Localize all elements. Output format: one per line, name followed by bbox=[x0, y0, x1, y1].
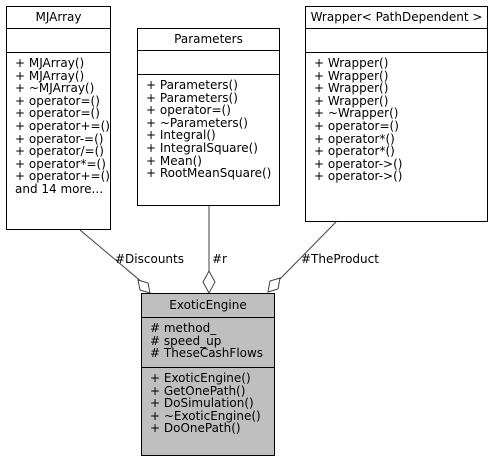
method-item: and 14 more... bbox=[15, 181, 104, 196]
method-item: + Wrapper() bbox=[314, 68, 389, 83]
edge-label-product: #TheProduct bbox=[301, 252, 379, 266]
method-item: + Wrapper() bbox=[314, 81, 389, 96]
class-wrapper-title: Wrapper< PathDependent > bbox=[310, 10, 483, 24]
method-item: + operator-=() bbox=[15, 131, 104, 146]
class-parameters[interactable]: Parameters + Parameters()+ Parameters()+… bbox=[137, 28, 280, 206]
class-mjarray-title: MJArray bbox=[35, 10, 82, 24]
method-item: + operator=() bbox=[146, 103, 231, 118]
method-item: + RootMeanSquare() bbox=[146, 166, 272, 181]
class-parameters-attributes bbox=[138, 50, 279, 74]
class-exoticengine-methods: + ExoticEngine()+ GetOnePath()+ DoSimula… bbox=[142, 367, 274, 435]
method-item: + operator->() bbox=[314, 169, 403, 184]
method-item: + operator*() bbox=[314, 144, 395, 159]
method-item: + operator*() bbox=[314, 131, 395, 146]
method-item: + GetOnePath() bbox=[150, 383, 246, 398]
method-item: + Parameters() bbox=[146, 90, 238, 105]
method-item: + Mean() bbox=[146, 153, 202, 168]
class-mjarray-attributes bbox=[7, 28, 110, 52]
method-item: + Parameters() bbox=[146, 78, 238, 92]
edge-discounts-diamond-shape bbox=[137, 279, 151, 294]
class-exoticengine-title: ExoticEngine bbox=[169, 298, 247, 312]
attribute-item: # method_ bbox=[150, 321, 217, 335]
method-item: + operator=() bbox=[15, 106, 100, 121]
method-item: + MJArray() bbox=[15, 56, 85, 70]
class-wrapper-attributes bbox=[306, 28, 487, 52]
method-item: + ~Parameters() bbox=[146, 115, 248, 130]
attribute-item: # TheseCashFlows bbox=[150, 346, 264, 361]
edge-label-r: #r bbox=[212, 252, 227, 266]
attribute-item: # speed_up bbox=[150, 333, 222, 348]
method-item: + DoSimulation() bbox=[150, 396, 254, 411]
method-item: + Wrapper() bbox=[314, 56, 389, 70]
edge-product-diamond-shape bbox=[267, 277, 281, 293]
method-item: + operator+=() bbox=[15, 118, 110, 133]
class-parameters-title: Parameters bbox=[174, 32, 243, 46]
class-exoticengine[interactable]: ExoticEngine # method_# speed_up# TheseC… bbox=[141, 293, 275, 456]
method-item: + Wrapper() bbox=[314, 93, 389, 108]
method-item: + Integral() bbox=[146, 128, 216, 143]
method-item: + operator=() bbox=[314, 118, 399, 133]
edge-label-discounts: #Discounts bbox=[115, 252, 184, 266]
method-item: + operator/=() bbox=[15, 144, 104, 159]
class-mjarray[interactable]: MJArray + MJArray()+ MJArray()+ ~MJArray… bbox=[6, 6, 111, 230]
class-wrapper-methods: + Wrapper()+ Wrapper()+ Wrapper()+ Wrapp… bbox=[306, 52, 487, 183]
method-item: + ~ExoticEngine() bbox=[150, 408, 261, 423]
method-item: + IntegralSquare() bbox=[146, 140, 258, 155]
method-item: + operator*=() bbox=[15, 156, 106, 171]
edge-r-diamond-shape bbox=[202, 269, 216, 295]
class-mjarray-methods: + MJArray()+ MJArray()+ ~MJArray()+ oper… bbox=[7, 52, 110, 196]
method-item: + operator+=() bbox=[15, 169, 110, 184]
method-item: + MJArray() bbox=[15, 68, 85, 83]
method-item: + ~MJArray() bbox=[15, 81, 95, 96]
edge-discounts-line bbox=[79, 229, 144, 284]
class-exoticengine-attributes: # method_# speed_up# TheseCashFlows bbox=[142, 317, 274, 367]
method-item: + operator=() bbox=[15, 93, 100, 108]
method-item: + ~Wrapper() bbox=[314, 106, 399, 121]
class-wrapper[interactable]: Wrapper< PathDependent > + Wrapper()+ Wr… bbox=[305, 6, 488, 222]
edge-product-line bbox=[277, 221, 337, 282]
method-item: + ExoticEngine() bbox=[150, 371, 251, 385]
method-item: + operator->() bbox=[314, 156, 403, 171]
method-item: + DoOnePath() bbox=[150, 421, 241, 436]
class-parameters-methods: + Parameters()+ Parameters()+ operator=(… bbox=[138, 74, 279, 180]
